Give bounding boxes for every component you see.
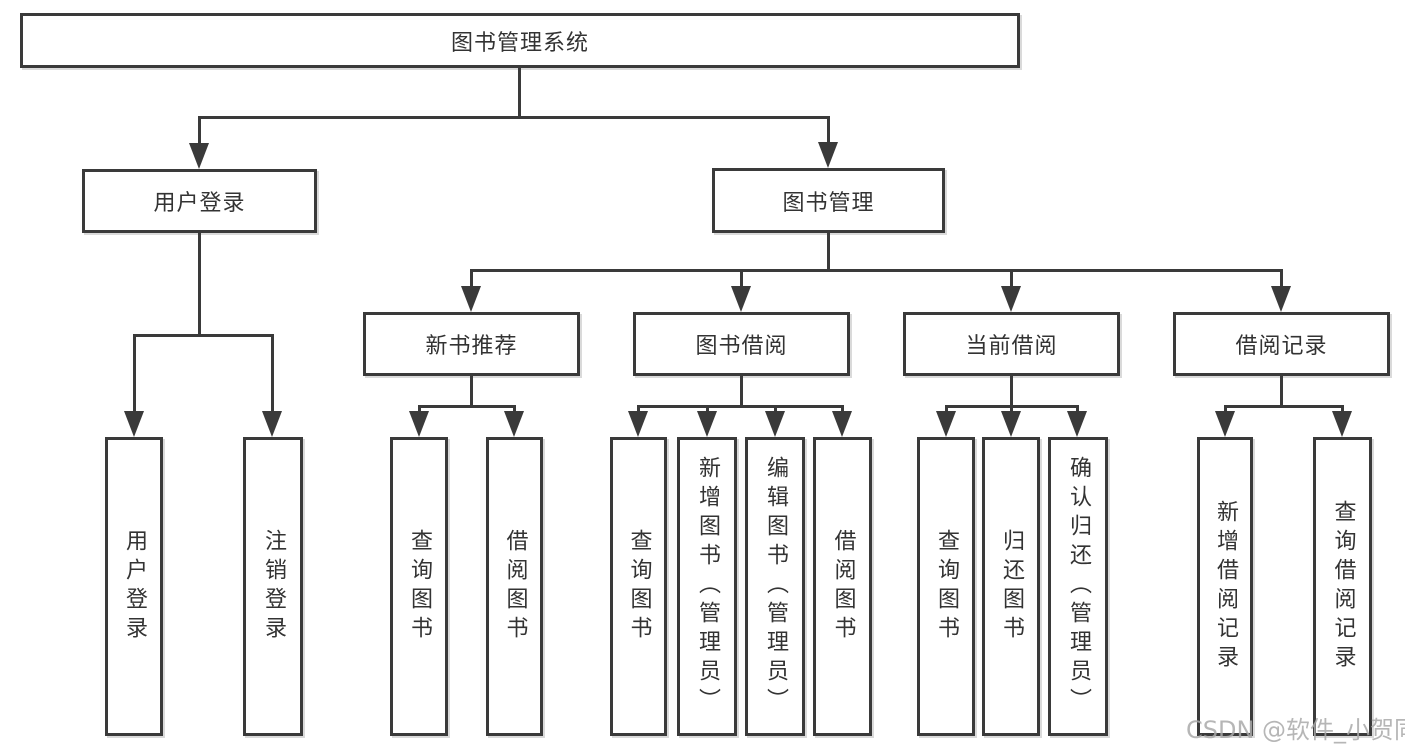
leaf-user-login-label: 用户登录: [122, 528, 147, 645]
arrowhead-query-books-current: [936, 411, 956, 437]
node-book-management-label: 图书管理: [782, 190, 875, 216]
connector-book-borrowing-stem: [740, 374, 743, 408]
leaf-return-books: 归还图书: [982, 437, 1040, 736]
node-book-management: 图书管理: [712, 168, 945, 233]
leaf-logout-label: 注销登录: [261, 528, 286, 645]
connector-drop-book-borrowing: [740, 269, 743, 289]
connector-borrowing-records-stem: [1280, 374, 1283, 408]
node-book-borrowing: 图书借阅: [633, 312, 850, 376]
connector-current-borrowing-stem: [1010, 374, 1013, 408]
arrowhead-user-login: [189, 143, 209, 169]
node-borrowing-records-label: 借阅记录: [1235, 334, 1328, 359]
leaf-confirm-return-admin: 确认归还（管理员）: [1048, 437, 1108, 736]
leaf-query-books-recommend-label: 查询图书: [407, 528, 432, 645]
arrowhead-leaf-user-login: [124, 411, 144, 437]
node-current-borrowing: 当前借阅: [903, 312, 1120, 376]
connector-user-login-stem: [198, 231, 201, 337]
connector-drop-borrow-books-borrowing: [841, 405, 844, 415]
node-user-login-label: 用户登录: [153, 191, 246, 216]
leaf-query-books-borrowing-label: 查询图书: [626, 528, 652, 645]
leaf-borrow-books-recommend-label: 借阅图书: [502, 528, 528, 645]
node-borrowing-records: 借阅记录: [1173, 312, 1390, 376]
leaf-confirm-return-admin-label: 确认归还（管理员）: [1066, 456, 1091, 717]
connector-drop-new-book-recommend: [470, 269, 473, 289]
connector-book-management-stem: [827, 231, 830, 272]
connector-drop-return-books: [1010, 405, 1013, 415]
connector-drop-query-books-recommend: [418, 405, 421, 415]
connector-drop-current-borrowing: [1010, 269, 1013, 289]
node-root: 图书管理系统: [20, 13, 1020, 68]
arrowhead-add-borrow-record: [1215, 411, 1235, 437]
connector-user-login-split: [133, 334, 274, 337]
leaf-return-books-label: 归还图书: [999, 528, 1024, 645]
arrowhead-return-books: [1001, 411, 1021, 437]
connector-drop-borrow-books-recommend: [513, 405, 516, 415]
arrowhead-query-books-recommend: [409, 411, 429, 437]
csdn-watermark: CSDN @软件_小贺同学: [1186, 716, 1405, 744]
connector-drop-leaf-user-login: [133, 334, 136, 414]
leaf-query-books-borrowing: 查询图书: [610, 437, 667, 736]
leaf-logout: 注销登录: [243, 437, 303, 736]
leaf-edit-books-admin: 编辑图书（管理员）: [745, 437, 805, 736]
leaf-query-books-current: 查询图书: [917, 437, 975, 736]
connector-drop-edit-books-admin: [774, 405, 777, 415]
connector-drop-query-borrow-record: [1341, 405, 1344, 415]
node-new-book-recommend-label: 新书推荐: [425, 334, 518, 359]
leaf-add-books-admin-label: 新增图书（管理员）: [695, 456, 720, 717]
leaf-add-books-admin: 新增图书（管理员）: [677, 437, 737, 736]
connector-drop-book-management: [827, 116, 830, 146]
connector-drop-query-books-borrowing: [637, 405, 640, 415]
connector-book-management-split: [470, 269, 1283, 272]
node-new-book-recommend: 新书推荐: [363, 312, 580, 376]
connector-book-borrowing-split: [637, 405, 844, 408]
node-current-borrowing-label: 当前借阅: [965, 334, 1058, 359]
leaf-query-borrow-record-label: 查询借阅记录: [1330, 499, 1356, 674]
arrowhead-book-management: [818, 142, 838, 168]
arrowhead-edit-books-admin: [765, 411, 785, 437]
connector-drop-add-borrow-record: [1224, 405, 1227, 415]
node-root-label: 图书管理系统: [450, 30, 589, 56]
arrowhead-borrow-books-recommend: [504, 411, 524, 437]
leaf-borrow-books-borrowing: 借阅图书: [813, 437, 872, 736]
leaf-add-borrow-record-label: 新增借阅记录: [1213, 499, 1238, 674]
connector-drop-add-books-admin: [706, 405, 709, 415]
leaf-borrow-books-recommend: 借阅图书: [486, 437, 543, 736]
node-book-borrowing-label: 图书借阅: [695, 334, 788, 359]
leaf-query-borrow-record: 查询借阅记录: [1313, 437, 1372, 736]
arrowhead-book-borrowing: [731, 286, 751, 312]
leaf-add-borrow-record: 新增借阅记录: [1197, 437, 1253, 736]
connector-drop-borrowing-records: [1280, 269, 1283, 289]
arrowhead-borrow-books-borrowing: [832, 411, 852, 437]
arrowhead-add-books-admin: [697, 411, 717, 437]
connector-drop-query-books-current: [945, 405, 948, 415]
arrowhead-new-book-recommend: [461, 286, 481, 312]
leaf-borrow-books-borrowing-label: 借阅图书: [830, 528, 856, 645]
arrowhead-current-borrowing: [1001, 286, 1021, 312]
connector-new-book-recommend-stem: [470, 374, 473, 408]
connector-root-stem: [518, 66, 521, 119]
arrowhead-query-borrow-record: [1332, 411, 1352, 437]
connector-borrowing-records-split: [1224, 405, 1342, 408]
connector-drop-user-login: [198, 116, 201, 146]
connector-drop-leaf-logout: [271, 334, 274, 414]
arrowhead-leaf-logout: [262, 411, 282, 437]
arrowhead-query-books-borrowing: [628, 411, 648, 437]
connector-new-book-recommend-split: [418, 405, 516, 408]
arrowhead-borrowing-records: [1271, 286, 1291, 312]
arrowhead-confirm-return-admin: [1067, 411, 1087, 437]
connector-root-split: [198, 116, 830, 119]
leaf-edit-books-admin-label: 编辑图书（管理员）: [763, 456, 788, 717]
leaf-query-books-recommend: 查询图书: [390, 437, 448, 736]
leaf-user-login: 用户登录: [105, 437, 163, 736]
node-user-login: 用户登录: [82, 169, 317, 233]
connector-drop-confirm-return-admin: [1076, 405, 1079, 415]
leaf-query-books-current-label: 查询图书: [934, 528, 959, 645]
